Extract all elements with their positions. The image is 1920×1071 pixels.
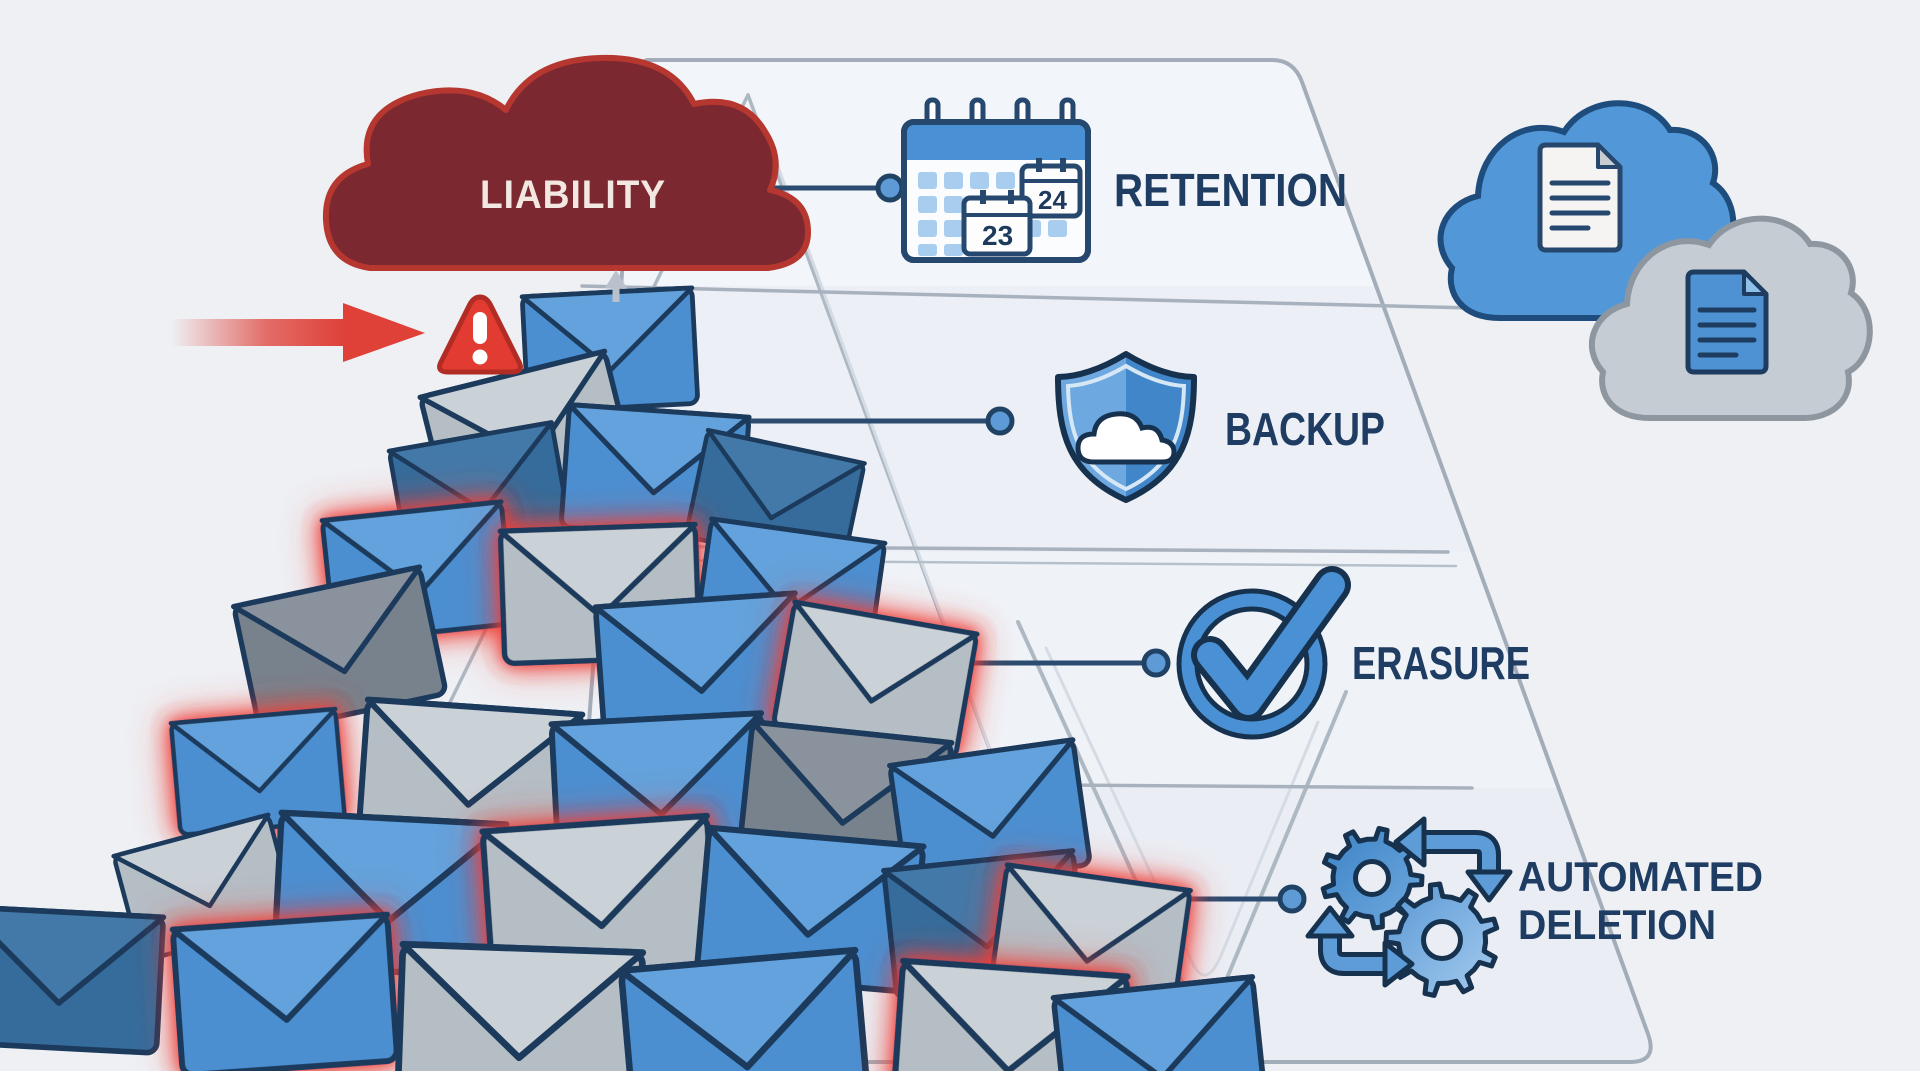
envelope <box>168 706 347 837</box>
red-arrow-icon <box>171 303 425 362</box>
policy-row-backup: BACKUP <box>1055 351 1385 503</box>
warning-icon <box>437 294 523 375</box>
envelope <box>1050 974 1269 1071</box>
envelope <box>592 590 807 745</box>
cloud-documents-gray <box>1588 215 1873 421</box>
gear-icon <box>1383 881 1500 998</box>
envelope <box>394 940 647 1071</box>
calendar-icon: 24 23 <box>901 97 1091 263</box>
blue-document-icon <box>1685 269 1769 375</box>
envelope <box>355 696 586 863</box>
liability-cloud: LIABILITY <box>322 54 811 271</box>
automated-label-line1: AUTOMATED <box>1518 853 1763 900</box>
email-pile <box>0 285 1269 1071</box>
erasure-label: ERASURE <box>1352 637 1530 689</box>
envelope <box>230 564 448 734</box>
apex-up-arrow-icon <box>605 270 627 302</box>
calendar-day-23: 23 <box>982 220 1013 251</box>
liability-label: LIABILITY <box>480 173 666 217</box>
sync-arrow-bottom <box>1305 905 1415 988</box>
shield-cloud-icon <box>1055 351 1197 503</box>
calendar-day-24: 24 <box>1038 185 1067 215</box>
gears-sync-icon <box>1305 816 1513 998</box>
envelope <box>617 946 872 1071</box>
cloud-glyph <box>1075 411 1177 465</box>
connector-dot <box>985 406 1015 436</box>
policy-row-erasure: ERASURE <box>1176 566 1530 740</box>
connector-dot <box>1277 884 1307 914</box>
retention-label: RETENTION <box>1114 164 1347 216</box>
envelope <box>0 904 167 1056</box>
envelope <box>169 911 400 1071</box>
calendar-badge-24: 24 <box>1019 158 1083 219</box>
sync-arrow-top <box>1393 816 1513 903</box>
calendar-badge-23: 23 <box>961 190 1033 257</box>
automated-label-line2: DELETION <box>1518 901 1716 948</box>
envelope <box>479 812 720 987</box>
policy-row-retention: 24 23 RETENTION <box>901 97 1347 263</box>
connectors <box>612 173 1307 914</box>
white-document-icon <box>1537 142 1623 253</box>
connector-dot <box>875 173 905 203</box>
policy-row-automated-deletion: AUTOMATED DELETION <box>1305 816 1763 998</box>
envelope <box>771 599 980 760</box>
liability-cloud-shape <box>322 54 811 271</box>
connector-dot <box>1141 648 1171 678</box>
checkmark-circle-icon <box>1176 566 1351 740</box>
envelope <box>694 824 927 995</box>
backup-label: BACKUP <box>1225 403 1385 455</box>
